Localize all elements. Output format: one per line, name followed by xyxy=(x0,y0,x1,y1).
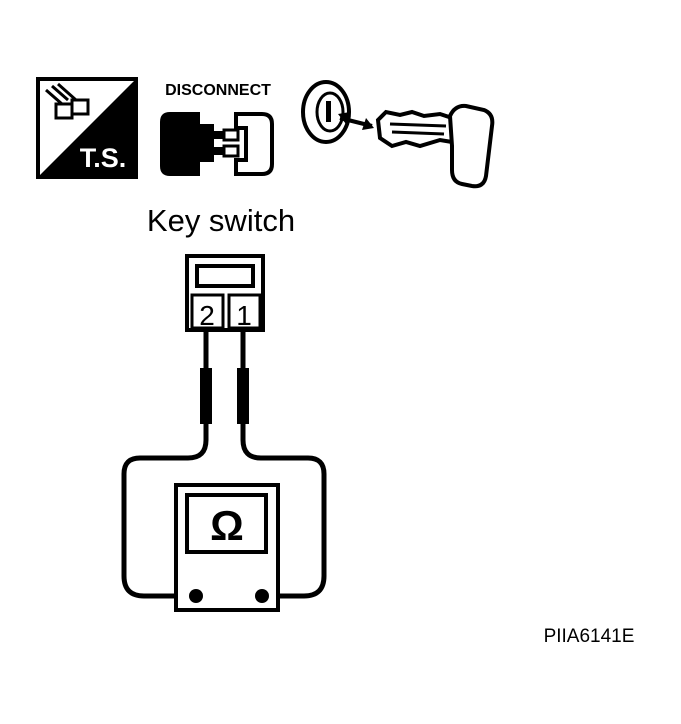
probe-leads xyxy=(121,330,327,599)
meter-terminal-right xyxy=(255,589,269,603)
terminal-2-label: 2 xyxy=(199,300,215,331)
disconnect-label: DISCONNECT xyxy=(165,82,271,99)
diagram-title: Key switch xyxy=(147,203,295,238)
ohmmeter: Ω xyxy=(174,483,280,612)
meter-terminal-left xyxy=(189,589,203,603)
key-switch-connector: 2 1 xyxy=(185,254,265,332)
ts-label: T.S. xyxy=(80,143,127,173)
figure-code: PIIA6141E xyxy=(544,626,635,647)
terminal-1-label: 1 xyxy=(236,300,252,331)
ignition-key-icon xyxy=(301,80,495,189)
connector-test-icon: T.S. xyxy=(36,77,138,179)
connector-disconnect-icon: DISCONNECT xyxy=(160,82,274,176)
ohm-symbol: Ω xyxy=(210,502,244,549)
